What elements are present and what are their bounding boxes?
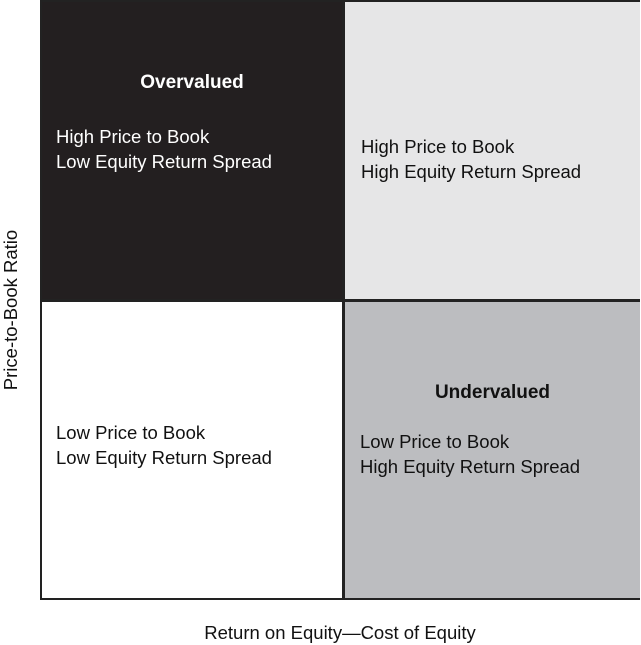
quadrant-description: High Price to Book High Equity Return Sp… (361, 134, 581, 184)
quadrant-bottom-left: Low Price to Book Low Equity Return Spre… (42, 302, 342, 598)
x-axis-label: Return on Equity—Cost of Equity (204, 622, 476, 643)
y-axis-label: Price-to-Book Ratio (0, 229, 21, 391)
quadrant-bottom-right: Undervalued Low Price to Book High Equit… (345, 302, 640, 598)
quadrant-description: Low Price to Book High Equity Return Spr… (360, 429, 580, 479)
quadrant-top-left: Overvalued High Price to Book Low Equity… (42, 2, 342, 299)
quadrant-line: High Price to Book (361, 136, 515, 157)
quadrant-description: Low Price to Book Low Equity Return Spre… (56, 420, 272, 470)
quadrant-top-right: High Price to Book High Equity Return Sp… (345, 2, 640, 299)
quadrant-line: High Equity Return Spread (360, 456, 581, 477)
quadrant-line: Low Equity Return Spread (56, 447, 272, 468)
quadrant-line: Low Price to Book (360, 431, 510, 452)
quadrant-title-undervalued: Undervalued (434, 382, 551, 403)
quadrant-line: Low Equity Return Spread (56, 151, 272, 172)
quadrant-line: High Price to Book (56, 126, 210, 147)
quadrant-description: High Price to Book Low Equity Return Spr… (56, 124, 272, 174)
quadrant-line: Low Price to Book (56, 422, 206, 443)
quadrant-line: High Equity Return Spread (361, 161, 582, 182)
quadrant-title-overvalued: Overvalued (140, 72, 244, 93)
valuation-matrix: Overvalued High Price to Book Low Equity… (40, 0, 640, 600)
